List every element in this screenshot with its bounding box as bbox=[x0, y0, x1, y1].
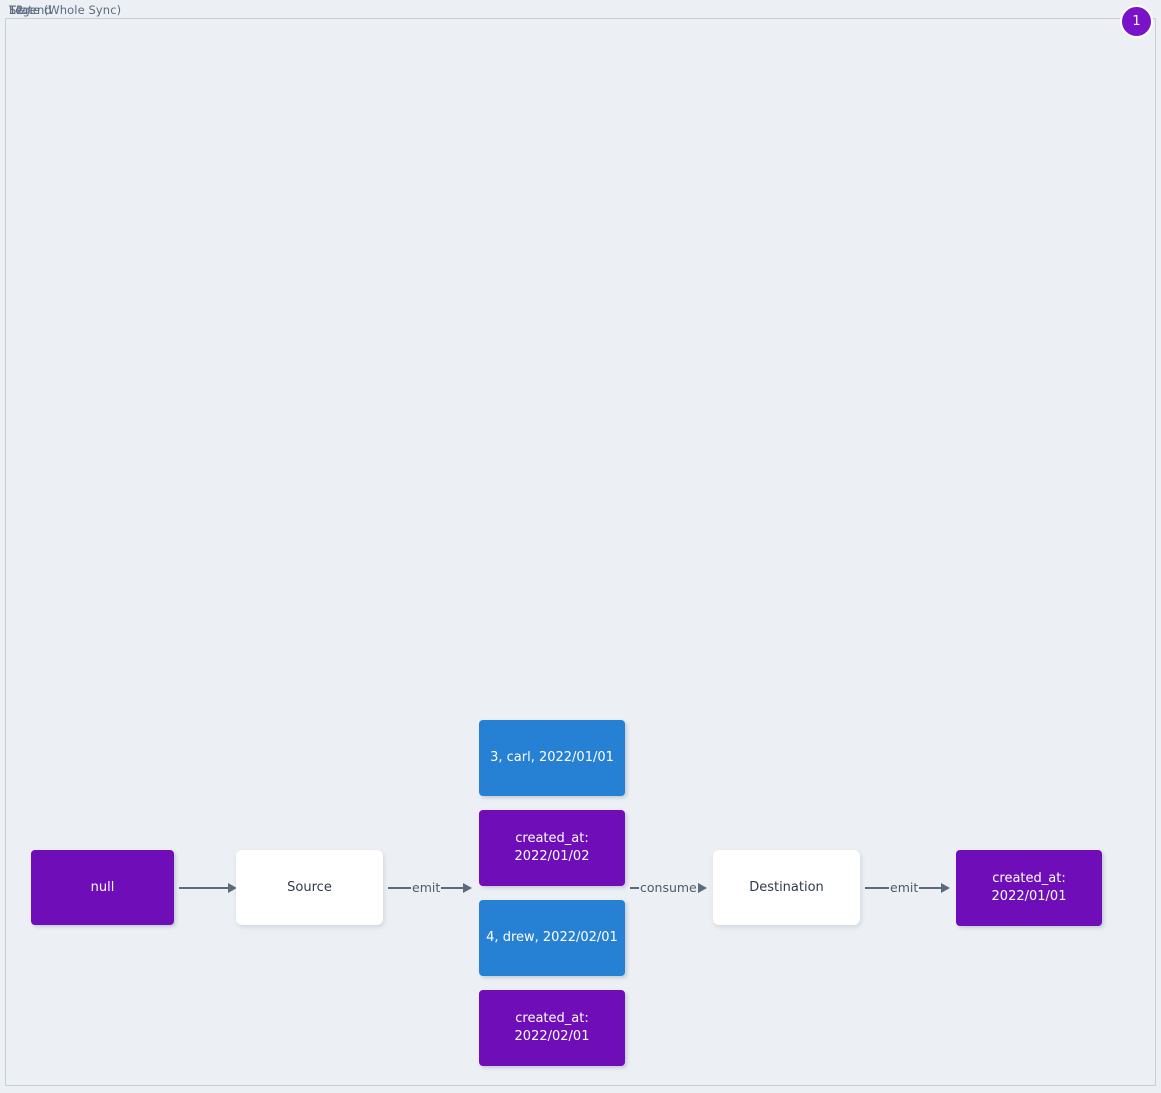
t2-final-state-node[interactable]: created_at: 2022/01/01 bbox=[956, 850, 1102, 926]
t2-stream-item[interactable]: created_at: 2022/01/02 bbox=[479, 810, 625, 886]
edge-label: emit bbox=[412, 880, 441, 895]
edge-line bbox=[441, 886, 464, 890]
edge-line bbox=[630, 886, 639, 890]
edge-line bbox=[865, 886, 889, 890]
edge-label: emit bbox=[890, 880, 919, 895]
section-label-t1: T1 bbox=[9, 3, 24, 17]
edge-label: consume bbox=[640, 880, 697, 895]
t2-stream-item[interactable]: 4, drew, 2022/02/01 bbox=[479, 900, 625, 976]
diagram-root: State (Whole Sync) Legend record state T… bbox=[5, 3, 1156, 1088]
t2-edge-state-to-source bbox=[179, 880, 237, 896]
t2-edge-destination-emit: emit bbox=[865, 880, 951, 896]
edge-line bbox=[919, 886, 942, 890]
status-badge[interactable]: 1 bbox=[1120, 5, 1153, 38]
edge-line bbox=[388, 886, 411, 890]
t2-destination-node[interactable]: Destination bbox=[713, 850, 860, 925]
edge-line bbox=[179, 886, 228, 890]
t2-edge-consume: consume bbox=[630, 880, 707, 896]
t2-edge-source-emit: emit bbox=[388, 880, 473, 896]
t2-initial-state-node[interactable]: null bbox=[31, 850, 174, 925]
arrow-head-icon bbox=[697, 883, 707, 893]
arrow-head-icon bbox=[941, 883, 951, 893]
t2-stream-item[interactable]: created_at: 2022/02/01 bbox=[479, 990, 625, 1066]
arrow-head-icon bbox=[463, 883, 473, 893]
legend-label: Legend bbox=[9, 3, 52, 17]
t2-stream-item[interactable]: 3, carl, 2022/01/01 bbox=[479, 720, 625, 796]
page-title: State (Whole Sync) bbox=[9, 3, 122, 17]
t2-source-node[interactable]: Source bbox=[236, 850, 383, 925]
section-label-t2: T2 bbox=[9, 3, 24, 17]
arrow-head-icon bbox=[228, 883, 237, 893]
